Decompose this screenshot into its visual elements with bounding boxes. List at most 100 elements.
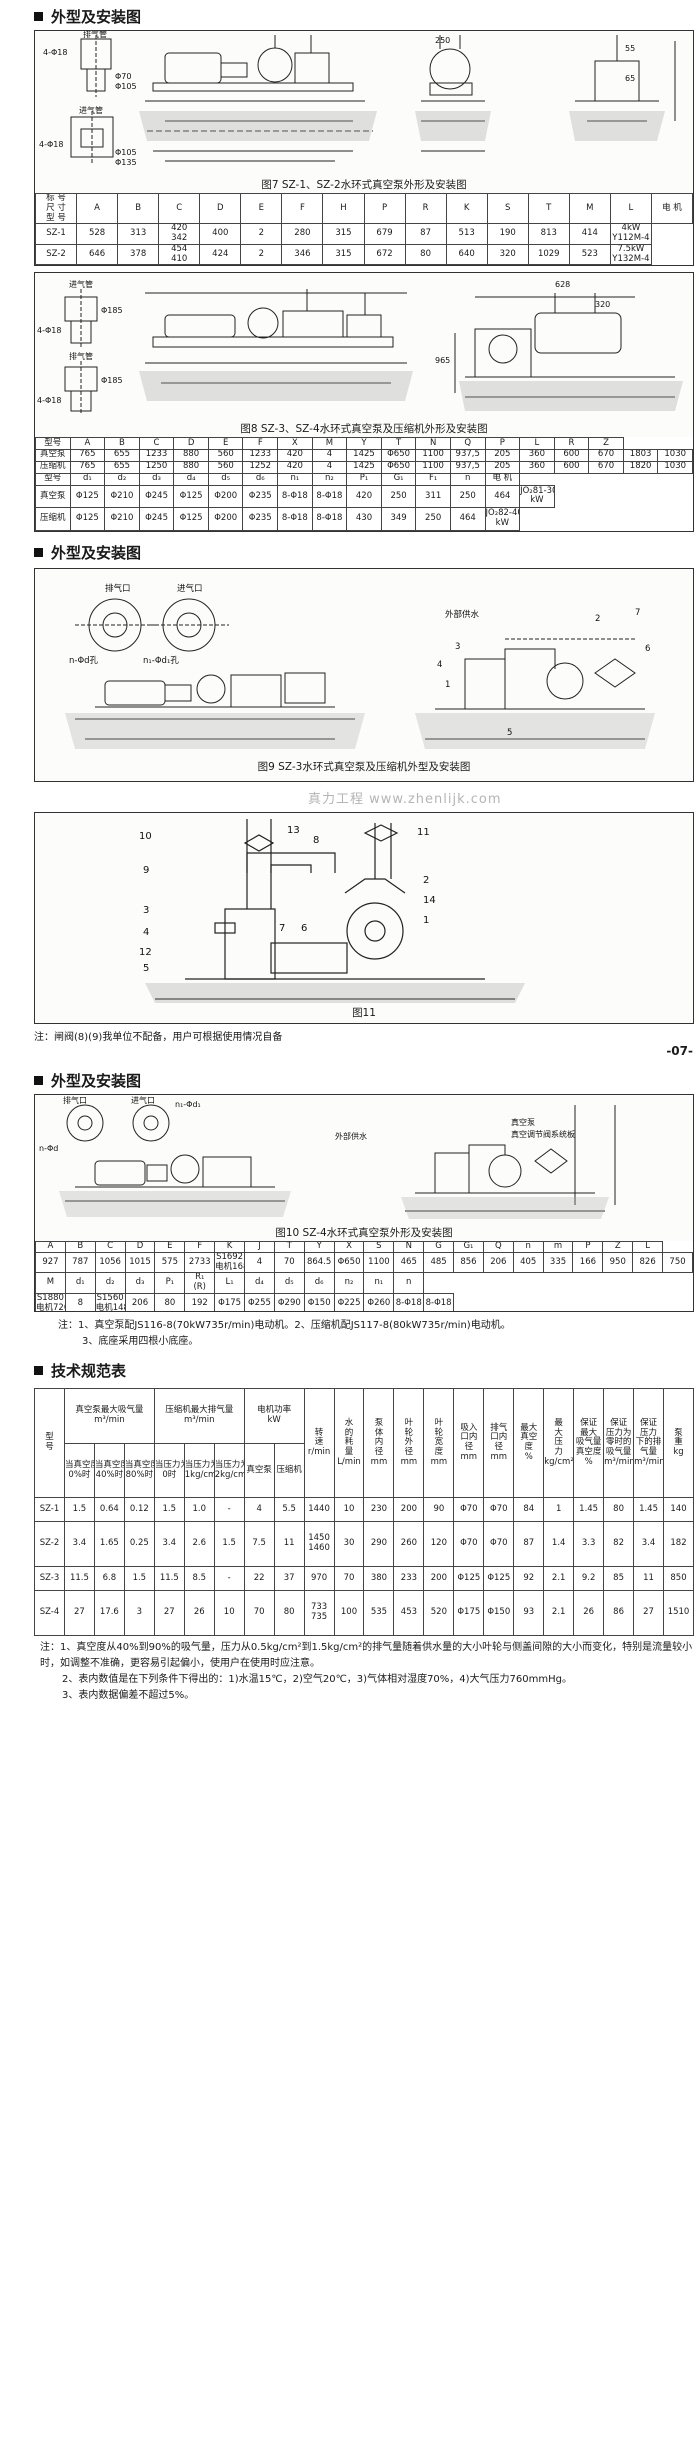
table-cell: 655 xyxy=(104,460,140,474)
table-cell: 206 xyxy=(124,1292,156,1311)
table-cell: 86 xyxy=(603,1589,635,1637)
table-cell: J xyxy=(244,1241,275,1253)
table-cell: 1233 xyxy=(242,448,279,462)
table-cell: C xyxy=(158,192,201,225)
section-heading-text: 外型及安装图 xyxy=(51,7,142,26)
table-cell: Φ290 xyxy=(273,1292,305,1311)
table-cell: d₂ xyxy=(104,472,140,486)
table-cell: d₄ xyxy=(173,472,209,486)
table-cell: 600 xyxy=(553,460,590,474)
figure-11-panel: 10 13 8 11 9 3 2 14 4 12 5 1 6 7 图11 xyxy=(34,812,694,1024)
table-cell: 2 xyxy=(240,223,283,245)
fig11-callout-7: 7 xyxy=(279,923,285,934)
table-cell: m xyxy=(542,1241,574,1253)
table-cell: C xyxy=(138,437,175,450)
table-cell: 560 xyxy=(207,460,244,474)
table-cell: Φ650 xyxy=(380,448,417,462)
table-cell: d₅ xyxy=(273,1272,305,1294)
figure-11-drawing: 10 13 8 11 9 3 2 14 4 12 5 1 6 7 xyxy=(139,819,525,1003)
table-cell: Φ125 xyxy=(483,1566,515,1591)
table-cell: 1056 xyxy=(94,1251,126,1274)
table-cell: 250 xyxy=(415,507,451,531)
table-cell: SZ-3 xyxy=(34,1566,65,1591)
table-cell: P xyxy=(363,192,406,225)
table-cell: K xyxy=(445,192,488,225)
table-cell: 1233 xyxy=(138,448,175,462)
fig9-label-t1: 排气口 xyxy=(105,583,131,594)
table-cell: Φ70 xyxy=(453,1521,485,1568)
table-cell: 315 xyxy=(322,223,365,245)
table-cell: d₂ xyxy=(94,1272,126,1294)
table-cell: 3.4 xyxy=(633,1521,665,1568)
table-cell: 1100 xyxy=(363,1251,395,1274)
table-cell: 保证最大吸气量真空度% xyxy=(573,1387,605,1499)
table-cell: - xyxy=(213,1497,245,1523)
table-cell: P₁ xyxy=(154,1272,186,1294)
table-cell: 8-Φ18 xyxy=(423,1292,455,1311)
fig7-label-d6: 55 xyxy=(625,44,635,53)
table-cell: 880 xyxy=(173,460,209,474)
table-cell: 0.12 xyxy=(123,1497,155,1523)
fig9-callout-7: 7 xyxy=(635,608,640,618)
figure-11-caption: 图11 xyxy=(352,1007,376,1019)
table-cell: E xyxy=(240,192,283,225)
page-number: -07- xyxy=(666,1044,693,1058)
table-cell: 182 xyxy=(663,1521,694,1568)
table-cell: Φ125 xyxy=(173,484,209,509)
table-cell: T xyxy=(527,192,570,225)
fig10-label-t4: 真空泵 xyxy=(511,1117,535,1127)
fig11-callout-12: 12 xyxy=(139,947,152,958)
table-cell: 92 xyxy=(513,1566,545,1591)
table-cell: 8 xyxy=(64,1292,96,1311)
table-cell: R₁(R) xyxy=(184,1272,216,1294)
table-cell: R xyxy=(404,192,447,225)
table-cell: 880 xyxy=(173,448,209,462)
table-cell: Φ125 xyxy=(69,484,106,509)
table-cell: 8-Φ18 xyxy=(311,507,348,531)
table-cell: 27 xyxy=(153,1589,185,1637)
section-heading-text: 技术规范表 xyxy=(51,1361,127,1380)
table-cell: 200 xyxy=(423,1566,455,1591)
table-cell: 80 xyxy=(273,1589,305,1637)
fig9-callout-2: 2 xyxy=(595,614,600,624)
table-cell: F xyxy=(242,437,279,450)
table-cell: Φ225 xyxy=(333,1292,365,1311)
table-cell: 4 xyxy=(243,1497,275,1523)
table-cell: 22 xyxy=(243,1566,275,1591)
figure-9-caption: 图9 SZ-3水环式真空泵及压缩机外型及安装图 xyxy=(257,761,471,773)
table-cell: 4 xyxy=(311,460,348,474)
table-cell: Q xyxy=(482,1241,514,1253)
table-cell: SZ-2 xyxy=(35,243,78,265)
figure-10-drawing: 排气口 进气口 外部供水 真空泵 真空调节阀系统板 n₁-Φd₁ n-Φd xyxy=(39,1095,616,1219)
table-cell: 250 xyxy=(380,484,417,509)
table-cell: 813 xyxy=(527,223,570,245)
table-cell: - xyxy=(213,1566,245,1591)
fig7-label-t4: 4-Φ18 xyxy=(39,140,63,149)
table-cell: 672 xyxy=(363,243,406,265)
table-cell: 90 xyxy=(423,1497,455,1523)
table-cell: 290 xyxy=(363,1521,395,1568)
table-cell: n₂ xyxy=(311,472,348,486)
table-cell: 937,5 xyxy=(449,448,486,462)
figure-8-drawing: 进气管 4-Φ18 排气管 4-Φ18 Φ185 Φ185 628 965 32… xyxy=(37,279,683,415)
table-cell: d₅ xyxy=(207,472,244,486)
table-cell: 11.5 xyxy=(63,1566,95,1591)
table-cell: 1425 xyxy=(346,448,382,462)
table-cell: Φ210 xyxy=(104,507,140,531)
table-cell: 640 xyxy=(445,243,488,265)
table-cell: 205 xyxy=(484,460,521,474)
table-cell: 430 xyxy=(346,507,382,531)
spec-notes: 注：1、真空度从40%到90%的吸气量，压力从0.5kg/cm²到1.5kg/c… xyxy=(40,1640,694,1704)
fig10-label-t2: 进气口 xyxy=(131,1095,155,1105)
table-cell: 6.8 xyxy=(93,1566,125,1591)
table-cell: SZ-4 xyxy=(34,1589,65,1637)
